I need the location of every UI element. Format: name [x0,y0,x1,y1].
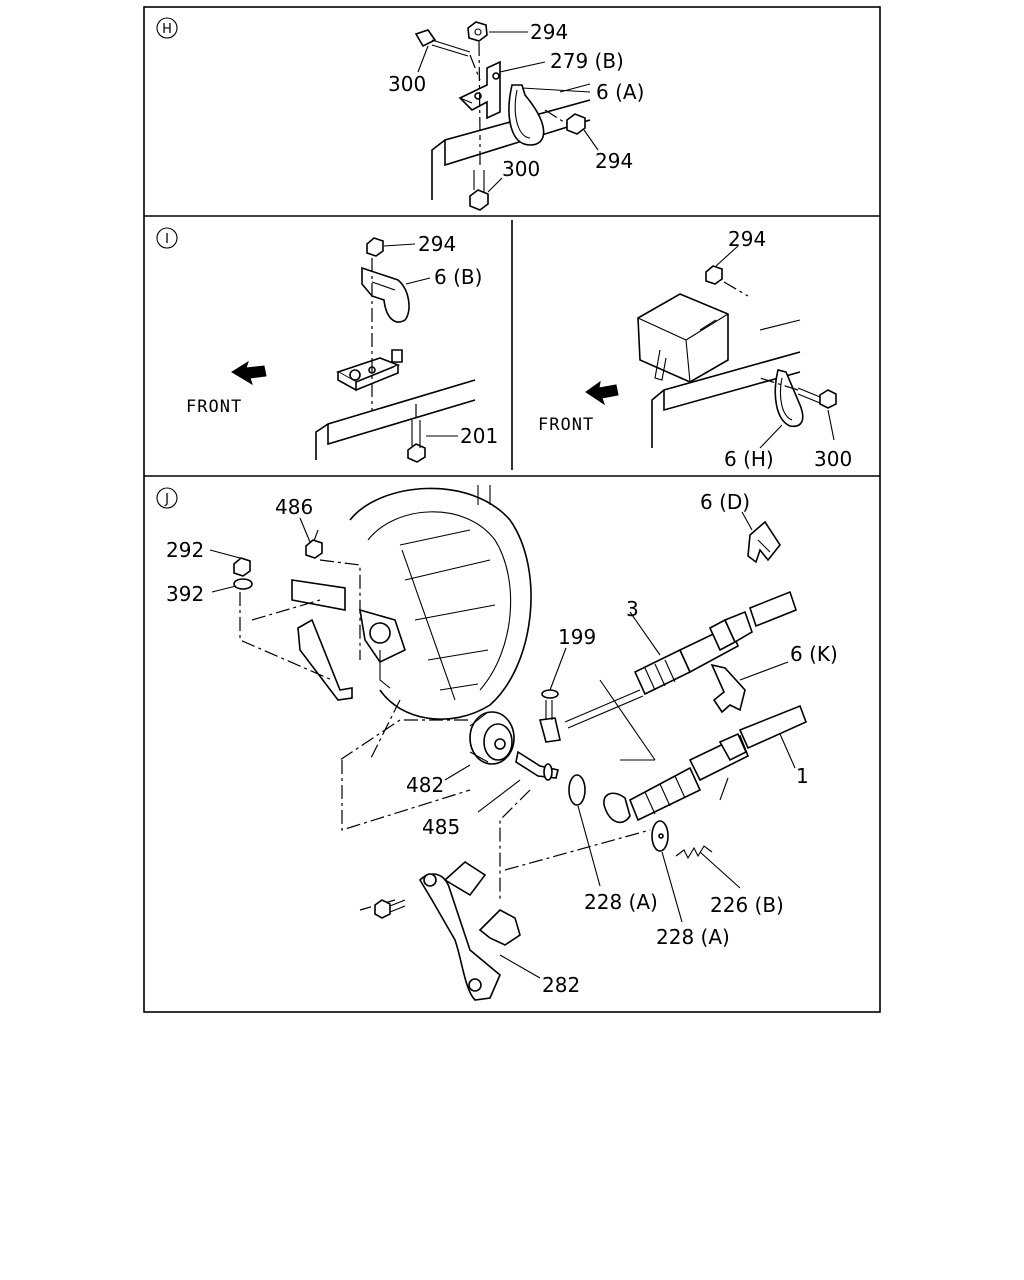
panel-i: I FRONT 294 6 (B) 201 [156,227,498,463]
callout-label: 392 [166,582,204,606]
callout-label: 6 (D) [700,490,750,514]
callout-label: 201 [460,424,498,448]
callout-label: 199 [558,625,596,649]
panel-id: J [164,492,169,507]
panel-j: J [156,485,838,1001]
panel-id: I [165,232,169,247]
callout-label: 300 [814,447,852,471]
callout-label: 3 [626,597,639,621]
callout-label: 282 [542,973,580,997]
panel-id-circle [156,487,178,509]
front-label: FRONT [538,415,594,435]
callout-label: 1 [796,764,809,788]
callout-label: 486 [275,495,313,519]
panel-id-circle [156,17,178,39]
panel-i-right: FRONT 294 300 6 (H) [538,227,852,471]
callout-label: 485 [422,815,460,839]
callout-label: 294 [595,149,633,173]
panel-h: H 294 279 (B) [156,17,644,211]
callout-label: 300 [388,72,426,96]
callout-label: 300 [502,157,540,181]
callout-label: 6 (H) [724,447,774,471]
callout-label: 226 (B) [710,893,784,917]
panel-id-circle [156,227,178,249]
callout-label: 292 [166,538,204,562]
callout-label: 228 (A) [584,890,658,914]
callout-label: 482 [406,773,444,797]
callout-label: 294 [728,227,766,251]
callout-label: 294 [418,232,456,256]
callout-label: 228 (A) [656,925,730,949]
callout-label: 294 [530,20,568,44]
callout-label: 6 (K) [790,642,838,666]
front-label: FRONT [186,397,242,417]
panel-frame [143,6,881,1013]
callout-label: 6 (B) [434,265,482,289]
callout-label: 279 (B) [550,49,624,73]
callout-label: 6 (A) [596,80,644,104]
panel-id: H [162,22,172,37]
